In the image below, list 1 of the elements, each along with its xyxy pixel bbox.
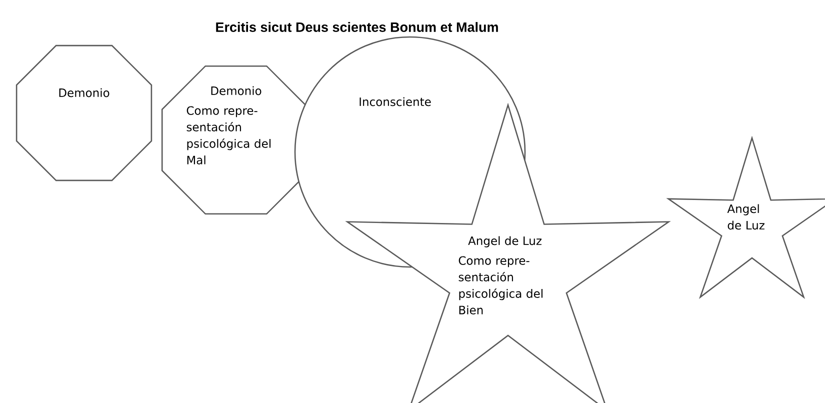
title: Ercitis sicut Deus scientes Bonum et Malum xyxy=(216,22,498,32)
